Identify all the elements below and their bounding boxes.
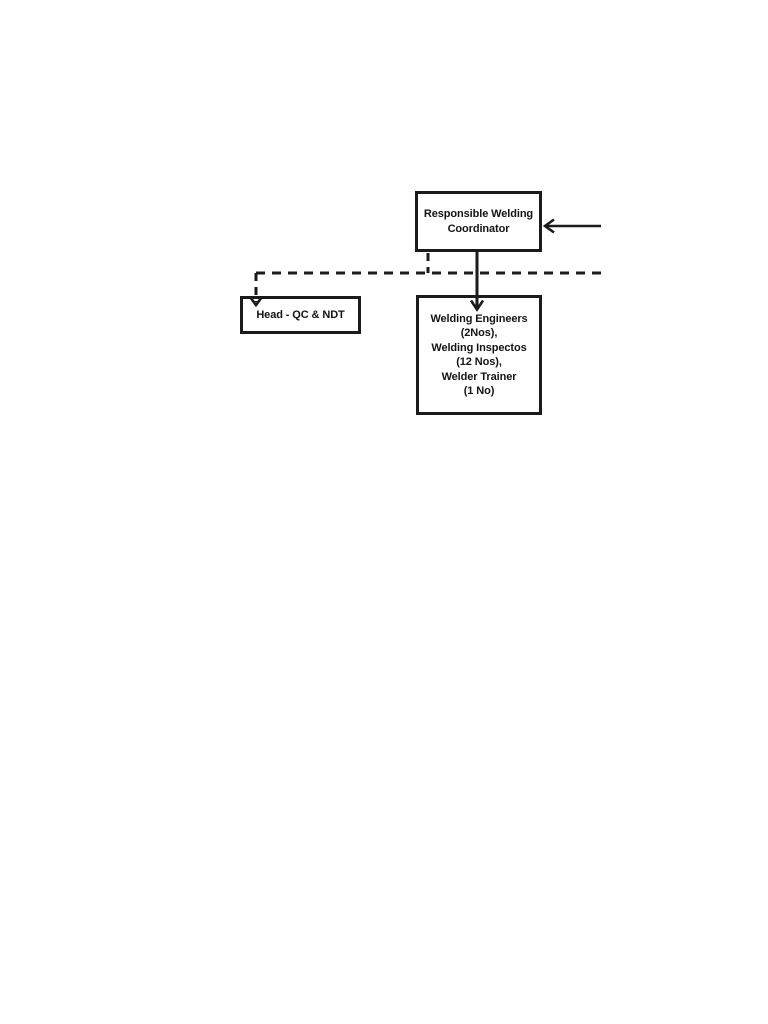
node-responsible-welding-coordinator: Responsible Welding Coordinator [415, 191, 542, 252]
arrowhead-left-icon [542, 218, 555, 234]
node-welding-team: Welding Engineers (2Nos), Welding Inspec… [416, 295, 542, 415]
node-label-head-qc-ndt: Head - QC & NDT [256, 308, 345, 321]
node-head-qc-ndt: Head - QC & NDT [240, 296, 361, 334]
node-label-welding-team: Welding Engineers (2Nos), Welding Inspec… [430, 312, 528, 398]
node-label-responsible-welding-coordinator: Responsible Welding Coordinator [423, 208, 534, 235]
